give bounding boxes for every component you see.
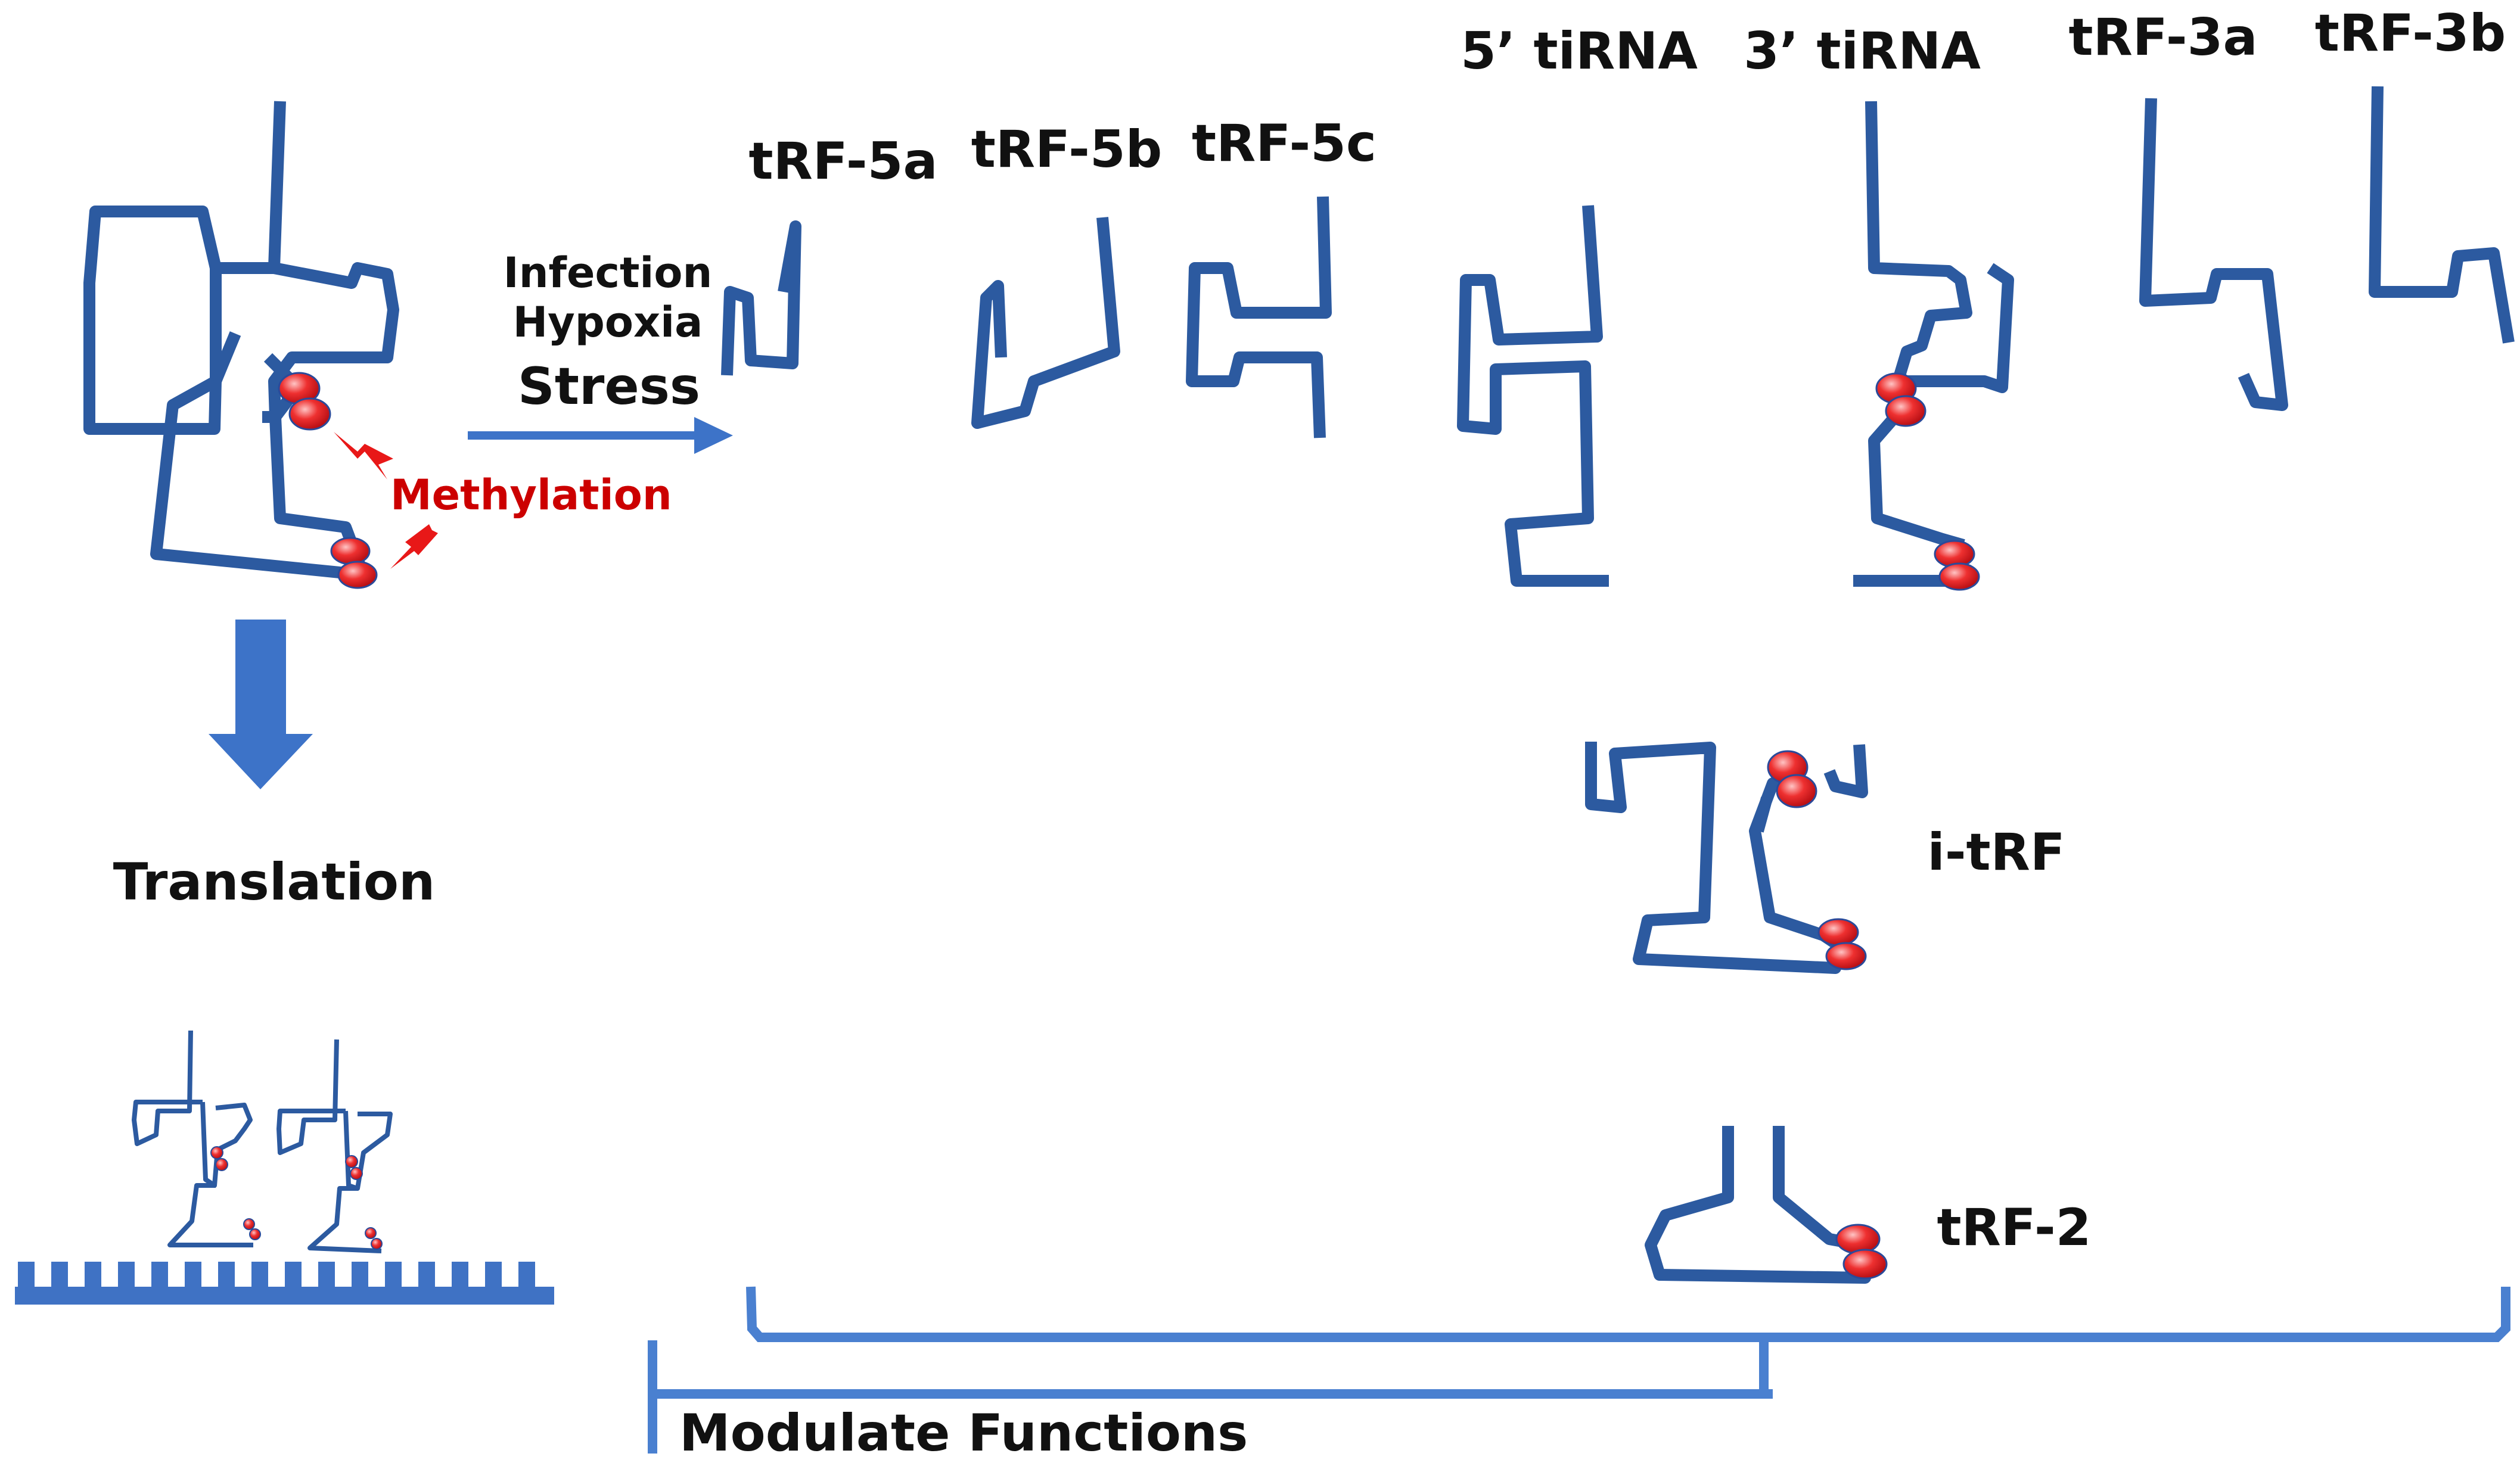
methyl-dot (350, 1167, 363, 1180)
mini-trna-1 (132, 1030, 253, 1247)
trf3a-fragment-icon (2139, 98, 2288, 411)
methyl-dot (243, 1218, 255, 1230)
stress-label: Stress (518, 357, 700, 416)
tirna5-label: 5’ tiRNA (1461, 21, 1698, 81)
methyl-dot (365, 1227, 377, 1239)
methyl-dot (288, 397, 331, 431)
ribosome-tooth (185, 1262, 201, 1288)
trf5b-fragment-icon (971, 217, 1120, 429)
mrna-bar (15, 1287, 554, 1305)
trf5c-fragment-icon (1186, 196, 1332, 438)
methyl-dot (1842, 1249, 1888, 1280)
ribosome-tooth (452, 1262, 468, 1288)
ribosome-tooth (318, 1262, 335, 1288)
methyl-dot (1938, 562, 1980, 591)
tirna3-fragment-icon (1853, 101, 2014, 587)
methyl-dot (1825, 942, 1867, 970)
ribosome-tooth (485, 1262, 502, 1288)
methyl-dot (1835, 1224, 1881, 1255)
tirna3-label: 3’ tiRNA (1744, 21, 1981, 81)
ribosome-tooth (251, 1262, 268, 1288)
ribosome-tooth (18, 1262, 35, 1288)
trf5b-label: tRF-5b (971, 120, 1163, 179)
methylation-label: Methylation (390, 471, 672, 519)
ribosome-tooth (518, 1262, 535, 1288)
modulate-functions-label: Modulate Functions (679, 1403, 1248, 1463)
ribosome-mrna-icon (15, 1030, 554, 1305)
methyl-dot (210, 1146, 223, 1159)
lightning-icon (334, 432, 438, 569)
hypoxia-label: Hypoxia (513, 298, 703, 347)
ribosome-tooth (51, 1262, 68, 1288)
trf3b-fragment-icon (2369, 86, 2515, 344)
ribosome-tooth (85, 1262, 101, 1288)
trna-full-icon (83, 101, 399, 581)
methyl-dot (249, 1228, 261, 1240)
trf5c-label: tRF-5c (1192, 114, 1376, 173)
arrow-right-icon (468, 417, 733, 454)
methyl-dot (1885, 395, 1926, 427)
translation-label: Translation (113, 852, 435, 912)
ribosome-tooth (418, 1262, 435, 1288)
methyl-dot (1776, 774, 1817, 808)
ribosome-tooth (118, 1262, 135, 1288)
ribosome-tooth (151, 1262, 168, 1288)
methyl-dot (345, 1155, 358, 1168)
itrf-label: i-tRF (1927, 823, 2065, 882)
methyl-dot (215, 1158, 228, 1171)
tirna5-fragment-icon (1457, 205, 1609, 587)
ribosome-tooth (385, 1262, 402, 1288)
methyl-dot (330, 537, 371, 565)
arrow-down-icon (209, 620, 313, 789)
methyl-dot (337, 561, 378, 589)
trf3b-label: tRF-3b (2315, 4, 2506, 63)
methyl-dot (371, 1238, 383, 1250)
methyl-group-icon (278, 372, 1980, 1280)
trna-acceptor-right (262, 262, 399, 423)
trf2-fragment-icon (1645, 1126, 1871, 1284)
bracket-upper (746, 1286, 2510, 1342)
bracket-icon (648, 1286, 2510, 1454)
trna-strand-left (150, 101, 369, 581)
trf5a-label: tRF-5a (749, 132, 938, 191)
trna-d-arm-return (149, 381, 222, 435)
trf3a-label: tRF-3a (2069, 8, 2258, 67)
trf2-label: tRF-2 (1937, 1198, 2092, 1258)
ribosome-tooth (352, 1262, 368, 1288)
trf5a-fragment-icon (721, 220, 801, 376)
trna-strand-right (83, 206, 241, 435)
ribosome-tooth (285, 1262, 302, 1288)
infection-label: Infection (504, 248, 713, 297)
mini-trna-2 (276, 1039, 393, 1253)
methyl-dot (1817, 918, 1859, 947)
itrf-fragment-icon (1585, 742, 1868, 974)
ribosome-tooth (218, 1262, 235, 1288)
